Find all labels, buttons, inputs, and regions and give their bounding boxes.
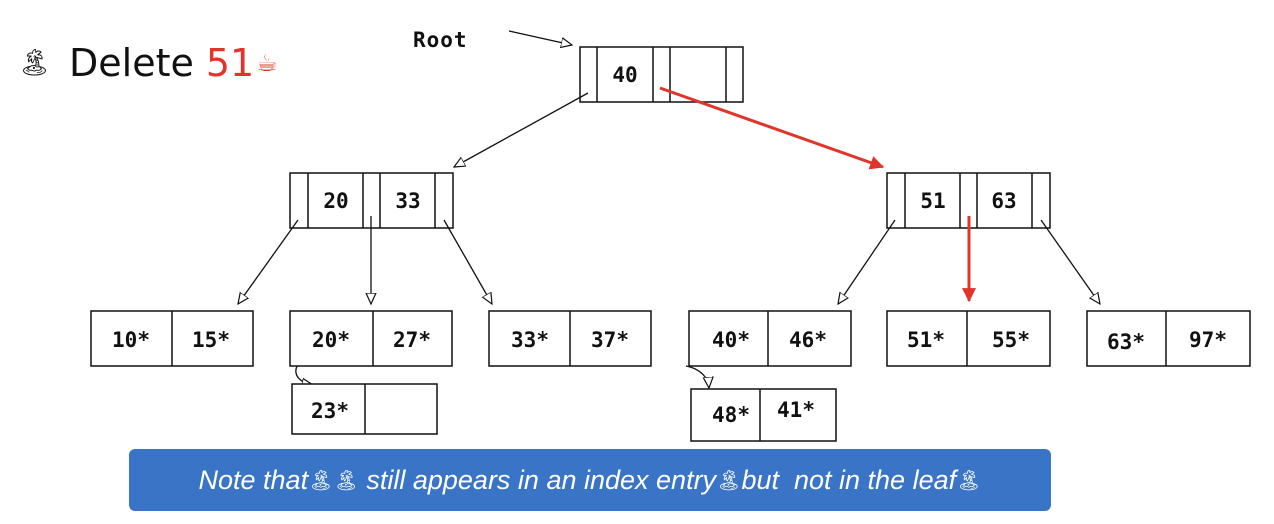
leaf-node: 40* 46* xyxy=(688,310,852,367)
internal-key: 20 xyxy=(323,189,348,213)
leaf-entry: 20* xyxy=(312,328,350,352)
internal-node: 51 63 xyxy=(886,172,1051,229)
note-text-before: Note that xyxy=(198,464,309,495)
leaf-entry: 27* xyxy=(393,328,431,352)
leaf-node: 63* 97* xyxy=(1086,310,1251,367)
leaf-node: 33* 37* xyxy=(488,310,652,367)
title-target-key: 51 xyxy=(205,41,255,85)
cup-icon: ☕ xyxy=(256,49,278,77)
pointer-arrow xyxy=(838,219,896,304)
leaf-entry: 40* xyxy=(712,328,750,352)
root-node: 40 xyxy=(579,46,744,103)
internal-key: 63 xyxy=(991,189,1016,213)
overflow-entry: 48* xyxy=(712,403,750,427)
note-banner: Note that 🏝🏝 still appears in an index e… xyxy=(129,449,1051,511)
leaf-entry: 10* xyxy=(112,328,150,352)
title-text: Delete xyxy=(69,41,194,85)
overflow-pointer xyxy=(295,365,313,385)
palm-tree-icon: 🏝 xyxy=(18,48,52,78)
note-text-after: but not in the leaf xyxy=(741,464,957,495)
leaf-entry: 46* xyxy=(789,328,827,352)
leaf-node: 51* 55* xyxy=(886,310,1051,367)
pointer-arrow xyxy=(454,92,589,167)
leaf-node: 20* 27* xyxy=(289,310,453,367)
overflow-entry: 23* xyxy=(311,399,349,423)
root-label: Root xyxy=(413,28,468,52)
overflow-pointer xyxy=(685,365,709,388)
pointer-arrow xyxy=(238,219,299,304)
leaf-entry: 37* xyxy=(591,328,629,352)
leaf-node: 10* 15* xyxy=(90,310,254,367)
slide-title: 🏝 Delete 51 ☕ xyxy=(18,38,278,88)
note-glyph-icon: 🏝 xyxy=(956,468,982,492)
pointer-arrow xyxy=(443,219,492,304)
leaf-entry: 33* xyxy=(511,328,549,352)
leaf-entry: 63* xyxy=(1107,330,1145,354)
root-pointer-arrow xyxy=(508,30,572,45)
root-key: 40 xyxy=(612,63,637,87)
search-path-arrow xyxy=(659,86,885,170)
internal-key: 51 xyxy=(920,189,945,213)
overflow-node: 48* 41* xyxy=(690,388,837,442)
leaf-entry: 55* xyxy=(992,328,1030,352)
note-glyph-icon: 🏝 xyxy=(716,468,742,492)
note-text-middle: still appears in an index entry xyxy=(358,464,717,495)
overflow-entry: 41* xyxy=(777,398,815,422)
pointer-arrow xyxy=(1040,219,1100,304)
internal-key: 33 xyxy=(395,189,420,213)
leaf-entry: 51* xyxy=(907,328,945,352)
overflow-node: 23* xyxy=(291,383,438,435)
leaf-entry: 97* xyxy=(1189,328,1227,352)
note-glyph-icon: 🏝🏝 xyxy=(308,468,359,492)
leaf-entry: 15* xyxy=(192,328,230,352)
